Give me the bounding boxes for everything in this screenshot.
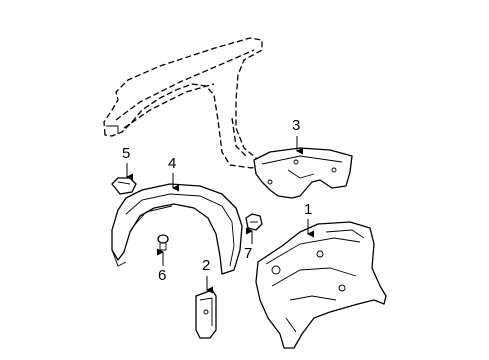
- callout-1: 1: [304, 201, 314, 238]
- callout-7: 7: [244, 227, 253, 262]
- callout-6: 6: [157, 248, 166, 284]
- svg-text:2: 2: [202, 257, 210, 274]
- part-4-fender-liner: [111, 183, 243, 275]
- part-3-shield: [253, 147, 353, 199]
- part-1-apron: [255, 221, 387, 349]
- callout-4: 4: [168, 155, 179, 192]
- callout-3: 3: [292, 117, 303, 155]
- callout-2: 2: [202, 257, 213, 294]
- svg-text:5: 5: [122, 145, 130, 162]
- svg-text:3: 3: [292, 117, 300, 134]
- svg-text:7: 7: [244, 245, 252, 262]
- fender-outline: [103, 37, 263, 169]
- callout-5: 5: [122, 145, 133, 181]
- part-6-screw: [157, 234, 169, 251]
- svg-text:4: 4: [168, 155, 176, 172]
- svg-text:1: 1: [304, 201, 312, 218]
- part-5-clip: [111, 177, 137, 195]
- part-7-plug: [245, 213, 263, 231]
- part-2-bracket: [195, 289, 217, 339]
- svg-text:6: 6: [158, 267, 166, 284]
